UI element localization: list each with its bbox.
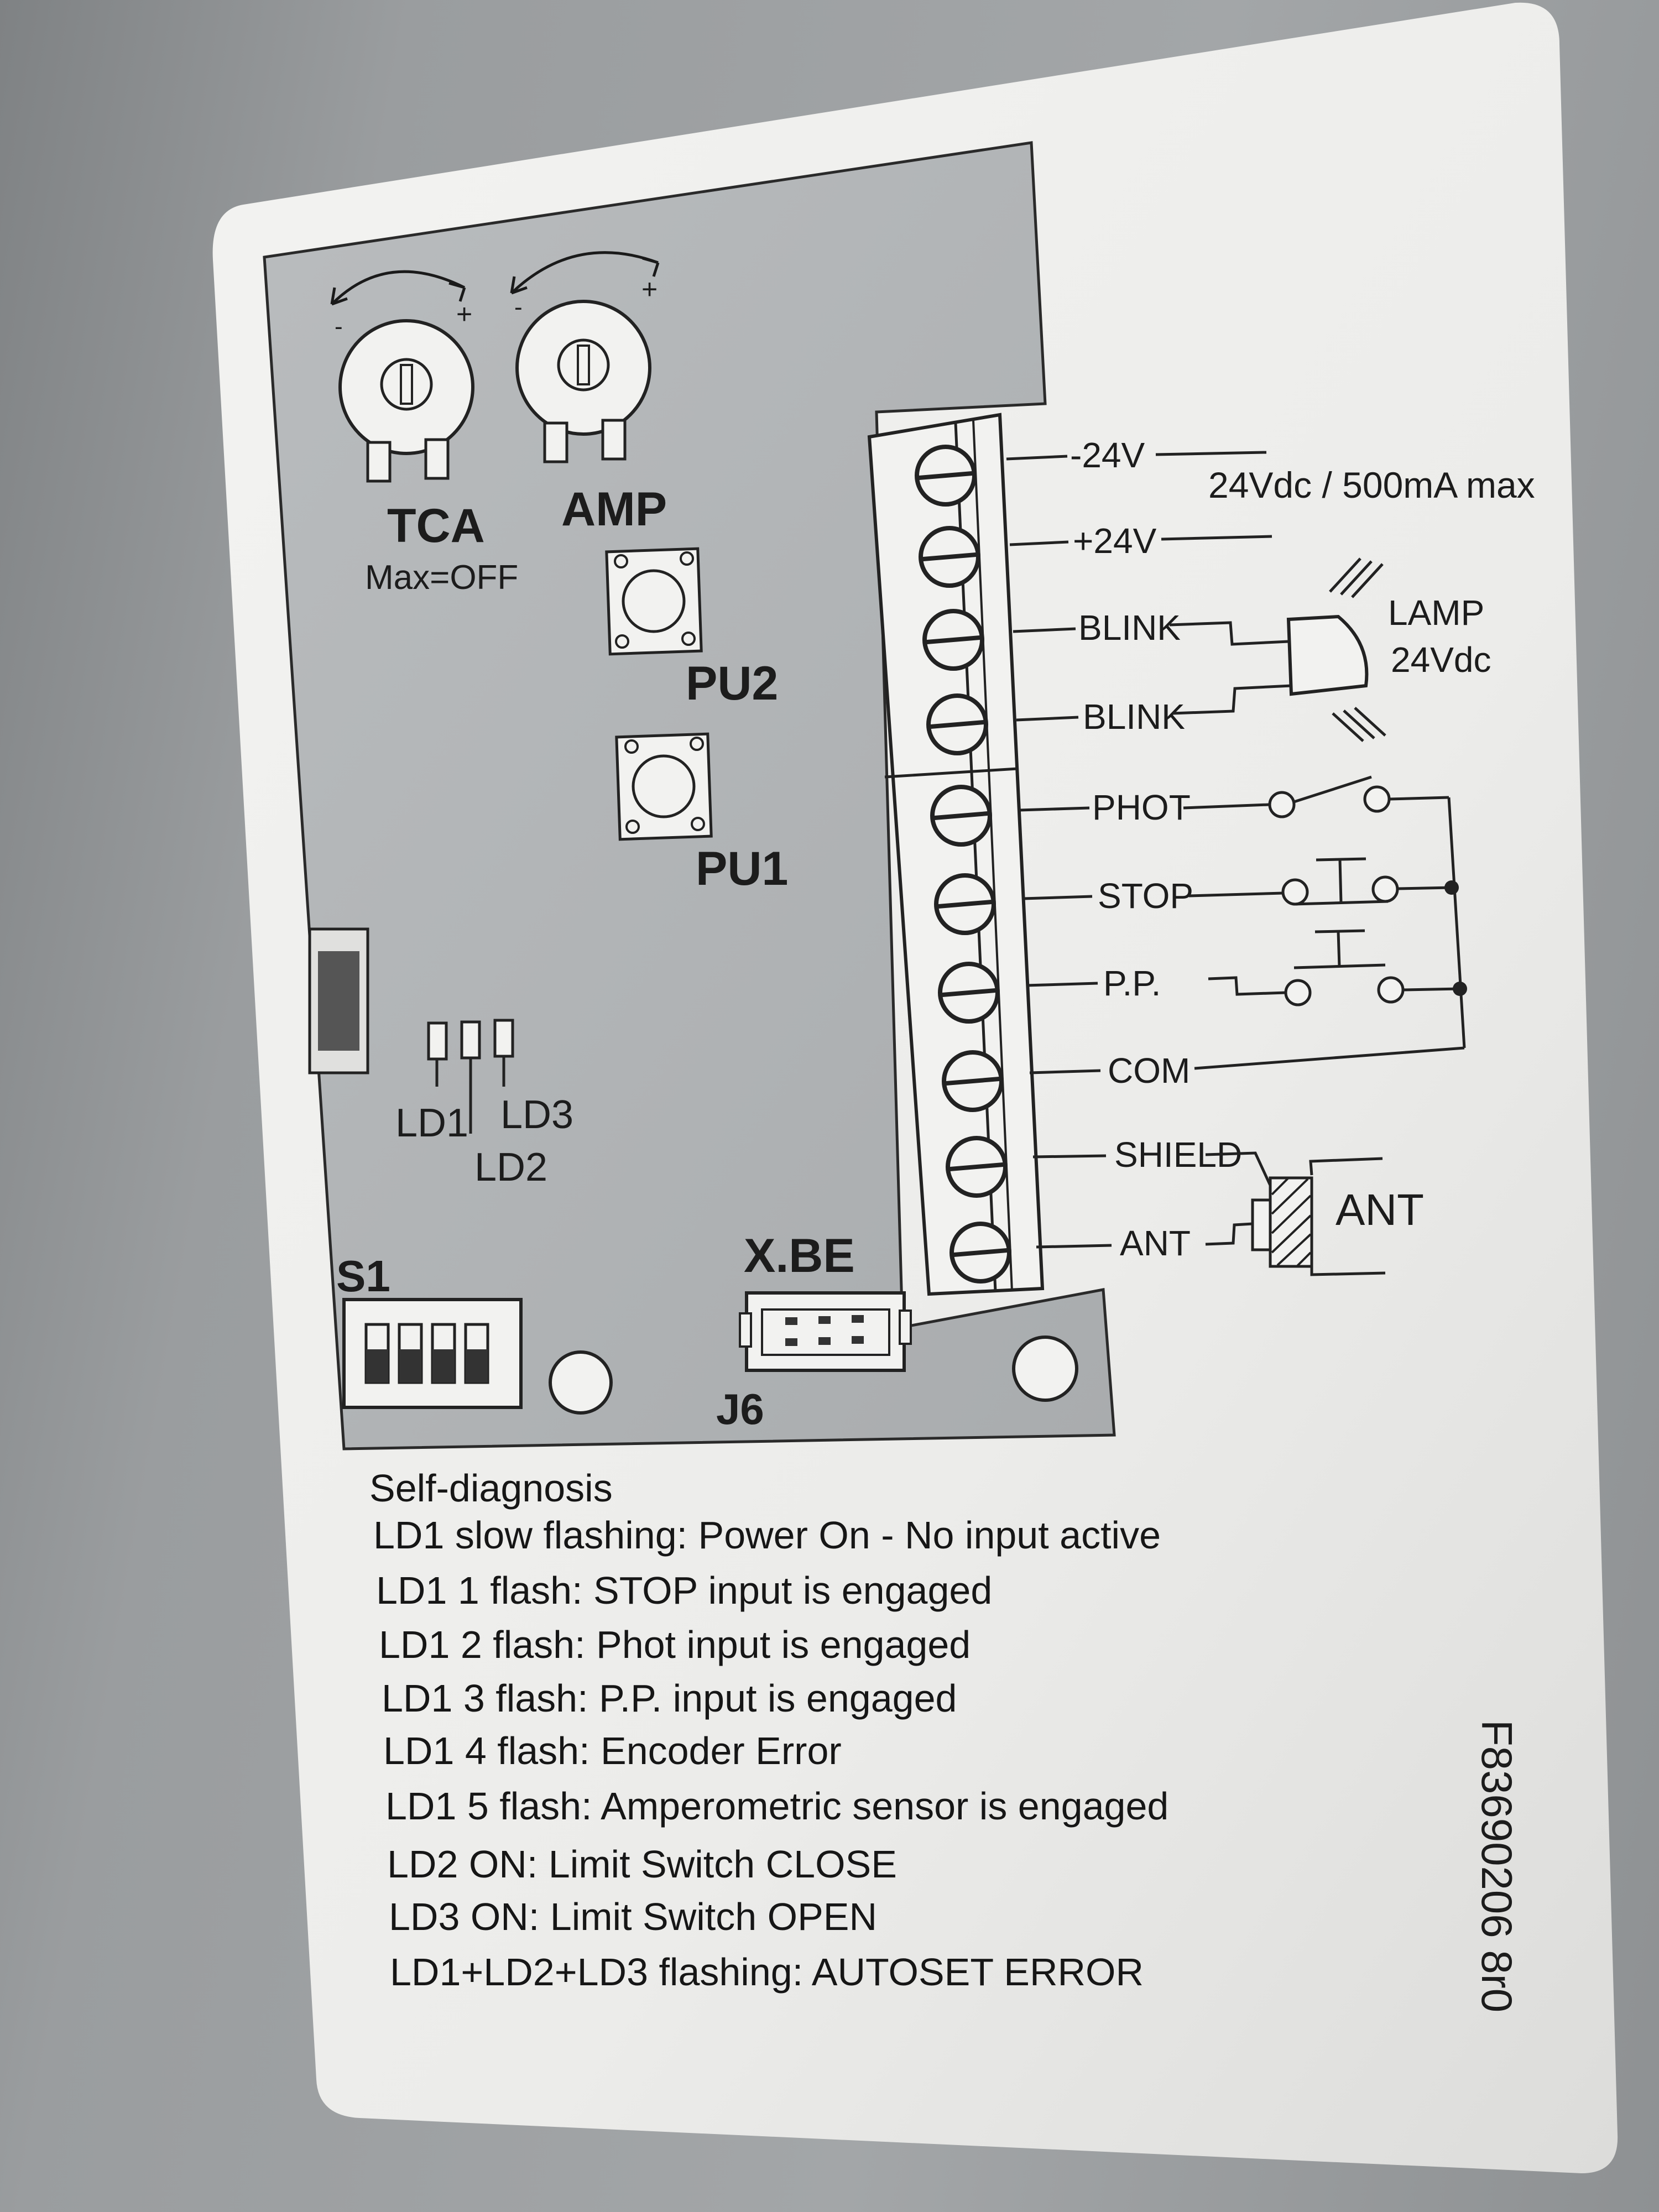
terminal-label-stop: STOP — [1098, 876, 1193, 916]
pu2-label: PU2 — [686, 657, 778, 710]
ld1-label: LD1 — [395, 1101, 468, 1145]
amp-potentiometer: - + AMP — [510, 251, 667, 536]
lamp-symbol: LAMP 24Vdc — [1169, 557, 1491, 742]
mount-hole-right — [1012, 1335, 1078, 1402]
terminal-labels: -24V +24V BLINK BLINK PHOT STOP P.P. COM… — [1070, 435, 1242, 1263]
diagnosis-line: LD1 2 flash: Phot input is engaged — [379, 1623, 971, 1666]
diagnosis-line: LD1 slow flashing: Power On - No input a… — [373, 1514, 1161, 1557]
tca-plus-label: + — [456, 299, 472, 330]
diagnosis-line: LD1 3 flash: P.P. input is engaged — [382, 1677, 957, 1720]
power-note: 24Vdc / 500mA max — [1155, 451, 1535, 541]
self-diagnosis-title: Self-diagnosis — [369, 1467, 613, 1510]
tca-note: Max=OFF — [365, 559, 518, 597]
input-contacts — [1183, 775, 1466, 1070]
ld3-label: LD3 — [500, 1093, 573, 1137]
antenna-symbol: ANT — [1205, 1151, 1424, 1276]
terminal-label-ant: ANT — [1120, 1223, 1191, 1263]
amp-minus-label: - — [514, 294, 523, 321]
diagnosis-line: LD2 ON: Limit Switch CLOSE — [387, 1843, 897, 1886]
ld2-label: LD2 — [474, 1145, 547, 1190]
pu1-label: PU1 — [696, 842, 788, 895]
diagnosis-line: LD1 1 flash: STOP input is engaged — [376, 1569, 992, 1612]
tca-minus-label: - — [335, 313, 343, 340]
terminal-block — [867, 413, 1112, 1296]
mount-hole-left — [549, 1350, 613, 1415]
led-group: LD1 LD3 LD2 — [395, 1019, 573, 1190]
terminal-label-minus24v: -24V — [1070, 435, 1145, 475]
xbe-connector: X.BE J6 — [716, 1229, 912, 1433]
s1-label: S1 — [336, 1251, 390, 1301]
terminal-label-com: COM — [1108, 1051, 1190, 1091]
power-note-text: 24Vdc / 500mA max — [1208, 465, 1535, 505]
amp-plus-label: + — [641, 274, 658, 305]
terminal-label-pp: P.P. — [1103, 963, 1161, 1003]
junction-dot-stop — [1444, 880, 1459, 895]
terminal-screws — [915, 445, 1011, 1284]
self-diagnosis: Self-diagnosis LD1 slow flashing: Power … — [369, 1467, 1168, 1994]
diagnosis-line: LD1 5 flash: Amperometric sensor is enga… — [385, 1785, 1168, 1828]
side-connector — [308, 927, 369, 1074]
pu2-button: PU2 — [605, 547, 778, 710]
s1-dip-switch: S1 — [336, 1251, 523, 1409]
j6-label: J6 — [716, 1385, 764, 1433]
lamp-label: LAMP — [1388, 593, 1484, 633]
terminal-label-blink-1: BLINK — [1078, 608, 1181, 648]
xbe-label: X.BE — [744, 1229, 855, 1282]
diagnosis-line: LD3 ON: Limit Switch OPEN — [389, 1895, 877, 1938]
diagnosis-line: LD1+LD2+LD3 flashing: AUTOSET ERROR — [390, 1950, 1144, 1994]
tca-potentiometer: - + TCA Max=OFF — [330, 270, 518, 597]
pu1-button: PU1 — [615, 732, 788, 895]
antenna-label: ANT — [1335, 1185, 1424, 1234]
terminal-label-blink-2: BLINK — [1083, 697, 1185, 737]
terminal-label-phot: PHOT — [1092, 787, 1191, 827]
junction-dot-pp — [1453, 982, 1467, 996]
terminal-label-plus24v: +24V — [1073, 521, 1157, 561]
tca-label: TCA — [387, 499, 485, 552]
amp-label: AMP — [561, 483, 667, 536]
part-code: F83690206 8r0 — [1473, 1720, 1521, 2012]
diagnosis-line: LD1 4 flash: Encoder Error — [383, 1729, 842, 1772]
lamp-voltage: 24Vdc — [1391, 640, 1491, 680]
